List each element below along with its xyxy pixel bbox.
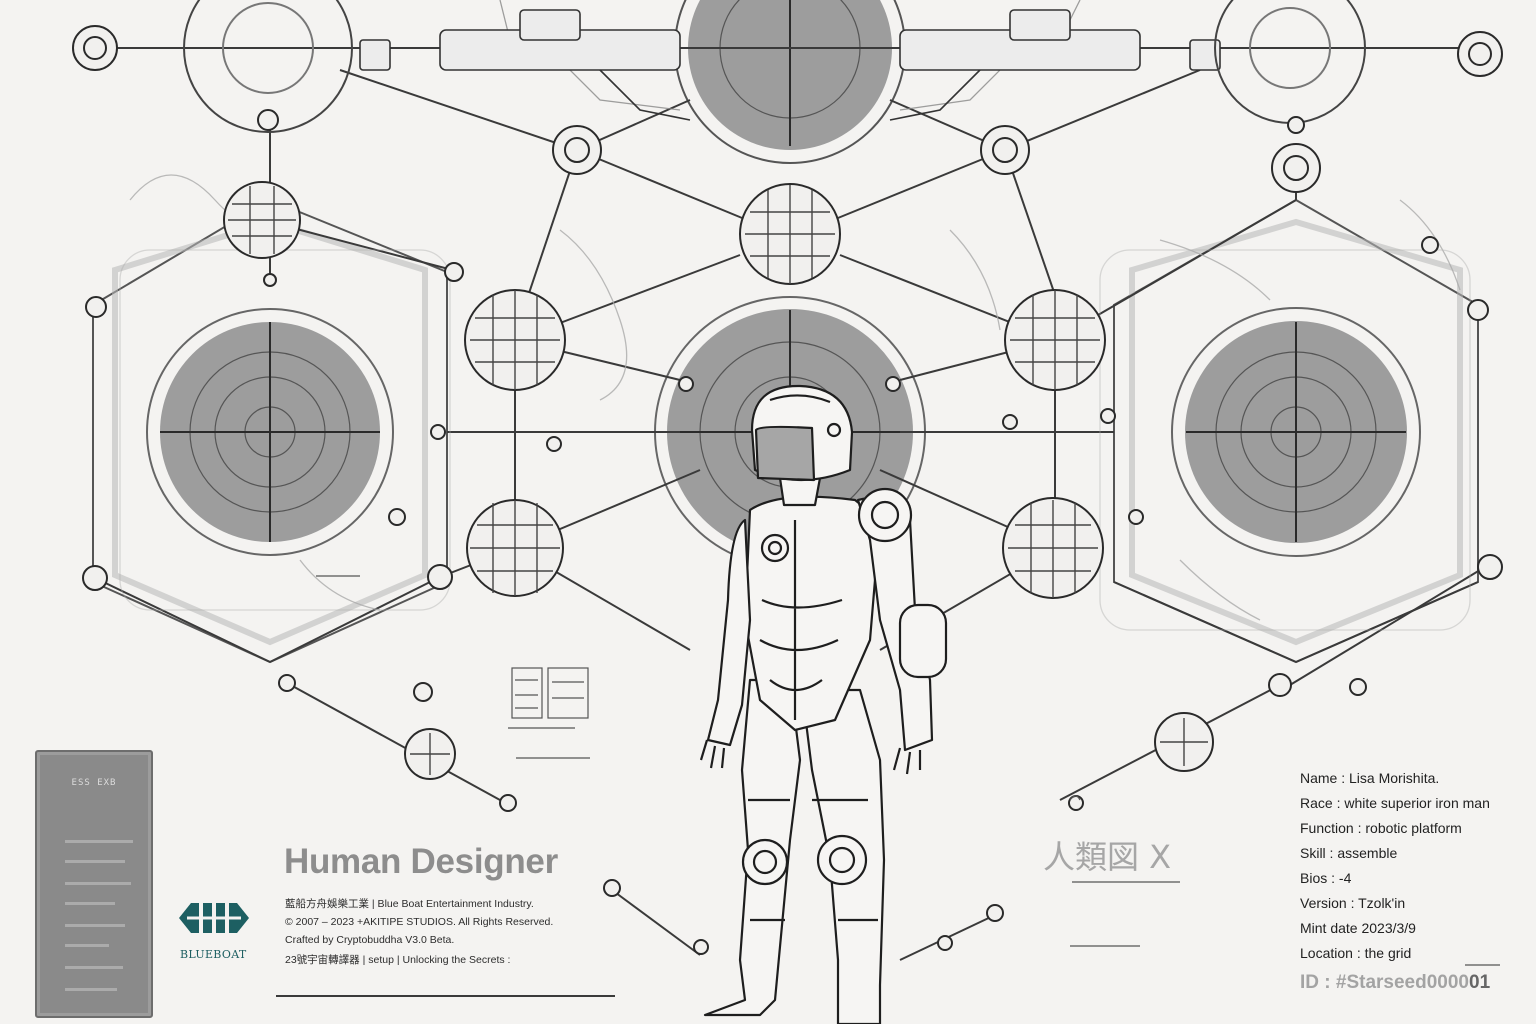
- spec-name: Name : Lisa Morishita.: [1300, 770, 1440, 786]
- info-card-line: [65, 840, 133, 843]
- spec-bios: Bios : -4: [1300, 870, 1352, 886]
- poster-title: Human Designer: [284, 842, 558, 881]
- info-card-line: [65, 902, 115, 905]
- info-card-line: [65, 966, 123, 969]
- character-spec-list: Name : Lisa Morishita. Race : white supe…: [1300, 768, 1490, 968]
- credit-line: © 2007 – 2023 +AKITIPE STUDIOS. All Righ…: [285, 916, 554, 928]
- spec-location: Location : the grid: [1300, 945, 1412, 961]
- kanji-label: 人類図 X: [1043, 838, 1172, 876]
- credit-line: 藍船方舟娛樂工業 | Blue Boat Entertainment Indus…: [285, 898, 534, 910]
- sketch-glyphs: [316, 575, 1500, 966]
- spec-id: ID : #Starseed000001: [1300, 972, 1490, 994]
- network-lines: [94, 47, 1481, 997]
- spec-mint-date: Mint date 2023/3/9: [1300, 920, 1416, 936]
- blueboat-logo-icon: [179, 903, 249, 933]
- spec-race: Race : white superior iron man: [1300, 795, 1490, 811]
- credit-line: 23號宇宙轉譯器 | setup | Unlocking the Secrets…: [285, 954, 511, 966]
- spec-function: Function : robotic platform: [1300, 820, 1462, 836]
- lattice-grid: [228, 185, 1208, 775]
- info-card-line: [65, 944, 109, 947]
- info-card-line: [65, 924, 125, 927]
- robot-figure-illustration: [699, 384, 948, 1024]
- spec-version: Version : Tzolk'in: [1300, 895, 1406, 911]
- info-card-line: [65, 988, 117, 991]
- brand-name: BLUEBOAT: [180, 948, 247, 961]
- credit-line: Crafted by Cryptobuddha V3.0 Beta.: [285, 934, 455, 946]
- info-card-line: [65, 860, 125, 863]
- info-card-line: [65, 882, 131, 885]
- top-machinery: [359, 9, 1221, 121]
- joint-nodes: [72, 0, 1503, 955]
- spec-id-prefix: ID : #Starseed0000: [1300, 972, 1469, 993]
- info-card-title: ESS EXB: [71, 778, 117, 788]
- spec-id-suffix: 01: [1469, 972, 1491, 993]
- spec-skill: Skill : assemble: [1300, 845, 1398, 861]
